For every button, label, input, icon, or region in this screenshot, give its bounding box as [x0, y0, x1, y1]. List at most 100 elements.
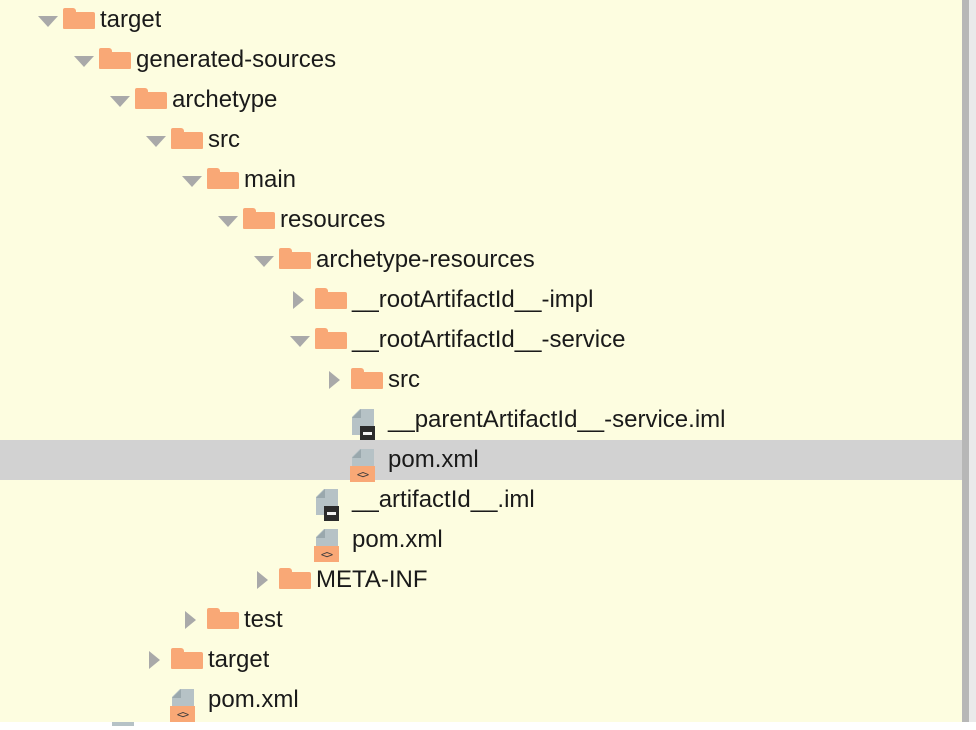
- folder-icon: [242, 200, 276, 240]
- tree-row[interactable]: __rootArtifactId__-service: [0, 320, 962, 360]
- xml-badge-icon: <>: [170, 706, 195, 722]
- scrollbar-thumb[interactable]: [962, 0, 969, 722]
- chevron-down-icon[interactable]: [214, 200, 242, 240]
- folder-icon: [98, 40, 132, 80]
- tree-row[interactable]: generated-sources: [0, 40, 962, 80]
- vertical-scrollbar[interactable]: [962, 0, 976, 722]
- folder-glyph: [63, 8, 95, 29]
- tree-row[interactable]: archetype: [0, 80, 962, 120]
- chevron-down-icon[interactable]: [250, 240, 278, 280]
- chevron-down-icon[interactable]: [106, 80, 134, 120]
- indent-spacer: [0, 220, 214, 221]
- folder-glyph: [279, 248, 311, 269]
- chevron-down-icon[interactable]: [178, 160, 206, 200]
- chevron-down-icon[interactable]: [142, 120, 170, 160]
- twisty-placeholder: [286, 520, 314, 560]
- indent-spacer: [0, 60, 70, 61]
- tree-row[interactable]: <> pom.xml: [0, 680, 962, 722]
- page-fold: [172, 689, 181, 698]
- indent-spacer: [0, 700, 142, 701]
- folder-glyph: [315, 288, 347, 309]
- page-fold: [352, 449, 361, 458]
- tree-row[interactable]: __rootArtifactId__-impl: [0, 280, 962, 320]
- tree-row-label: archetype: [172, 86, 278, 113]
- indent-spacer: [0, 260, 250, 261]
- page-fold: [316, 489, 325, 498]
- folder-icon: [62, 0, 96, 40]
- chevron-right-icon[interactable]: [250, 560, 278, 600]
- xml-file-icon: <>: [350, 440, 384, 482]
- folder-glyph: [351, 368, 383, 389]
- tree-row[interactable]: test: [0, 600, 962, 640]
- chevron-down-icon[interactable]: [286, 320, 314, 360]
- chevron-down-icon[interactable]: [34, 0, 62, 40]
- tree-row-label: target: [208, 646, 270, 673]
- tree-row[interactable]: __parentArtifactId__-service.iml: [0, 400, 962, 441]
- tree-row-label: __artifactId__.iml: [352, 486, 535, 513]
- indent-spacer: [0, 580, 250, 581]
- folder-glyph: [207, 168, 239, 189]
- folder-icon: [206, 600, 240, 640]
- folder-icon: [350, 360, 384, 400]
- chevron-right-icon[interactable]: [322, 360, 350, 400]
- tree-row[interactable]: src: [0, 120, 962, 160]
- file-icon: [112, 722, 134, 726]
- tree-row[interactable]: <>pom.xml: [0, 520, 962, 562]
- tree-row[interactable]: resources: [0, 200, 962, 240]
- tree-row-label: pom.xml: [208, 686, 299, 713]
- indent-spacer: [0, 460, 322, 461]
- page-sheet: [112, 722, 134, 726]
- indent-spacer: [0, 20, 34, 21]
- xml-badge-icon: <>: [314, 546, 339, 562]
- tree-row-label: __rootArtifactId__-service: [352, 326, 626, 353]
- folder-glyph: [171, 128, 203, 149]
- indent-spacer: [0, 300, 286, 301]
- folder-glyph: [279, 568, 311, 589]
- folder-icon: [278, 240, 312, 280]
- folder-icon: [170, 120, 204, 160]
- indent-spacer: [0, 620, 178, 621]
- tree-row[interactable]: __artifactId__.iml: [0, 480, 962, 521]
- folder-icon: [314, 320, 348, 360]
- twisty-placeholder: [322, 400, 350, 440]
- indent-spacer: [0, 660, 142, 661]
- page-glyph: [352, 409, 375, 441]
- chevron-down-icon[interactable]: [70, 40, 98, 80]
- page-glyph: <>: [350, 449, 375, 482]
- indent-spacer: [0, 340, 286, 341]
- folder-glyph: [207, 608, 239, 629]
- twisty-placeholder: [322, 440, 350, 480]
- folder-glyph: [99, 48, 131, 69]
- chevron-right-icon[interactable]: [286, 280, 314, 320]
- page-fold: [316, 529, 325, 538]
- tree-row[interactable]: main: [0, 160, 962, 200]
- indent-spacer: [0, 380, 322, 381]
- tree-row[interactable]: archetype-resources: [0, 240, 962, 280]
- module-badge-icon: [360, 426, 375, 441]
- page-glyph: <>: [170, 689, 195, 722]
- tree-row[interactable]: <> pom.xml: [0, 440, 962, 482]
- folder-icon: [134, 80, 168, 120]
- tree-row-label: src: [208, 126, 240, 153]
- indent-spacer: [0, 540, 286, 541]
- tree-row-label: src: [388, 366, 420, 393]
- tree-row-label: pom.xml: [388, 446, 479, 473]
- tree-row-label: __rootArtifactId__-impl: [352, 286, 594, 313]
- twisty-placeholder: [286, 480, 314, 520]
- xml-file-icon: <>: [314, 520, 348, 562]
- page-fold: [352, 409, 361, 418]
- folder-glyph: [171, 648, 203, 669]
- indent-spacer: [0, 180, 178, 181]
- xml-badge-icon: <>: [350, 466, 375, 482]
- chevron-right-icon[interactable]: [178, 600, 206, 640]
- module-badge-icon: [324, 506, 339, 521]
- tree-row[interactable]: target: [0, 640, 962, 680]
- tree-row[interactable]: src: [0, 360, 962, 400]
- tree-row[interactable]: META-INF: [0, 560, 962, 600]
- tree-row[interactable]: target: [0, 0, 962, 40]
- chevron-right-icon[interactable]: [142, 640, 170, 680]
- tree-row-label: META-INF: [316, 566, 428, 593]
- folder-icon: [170, 640, 204, 680]
